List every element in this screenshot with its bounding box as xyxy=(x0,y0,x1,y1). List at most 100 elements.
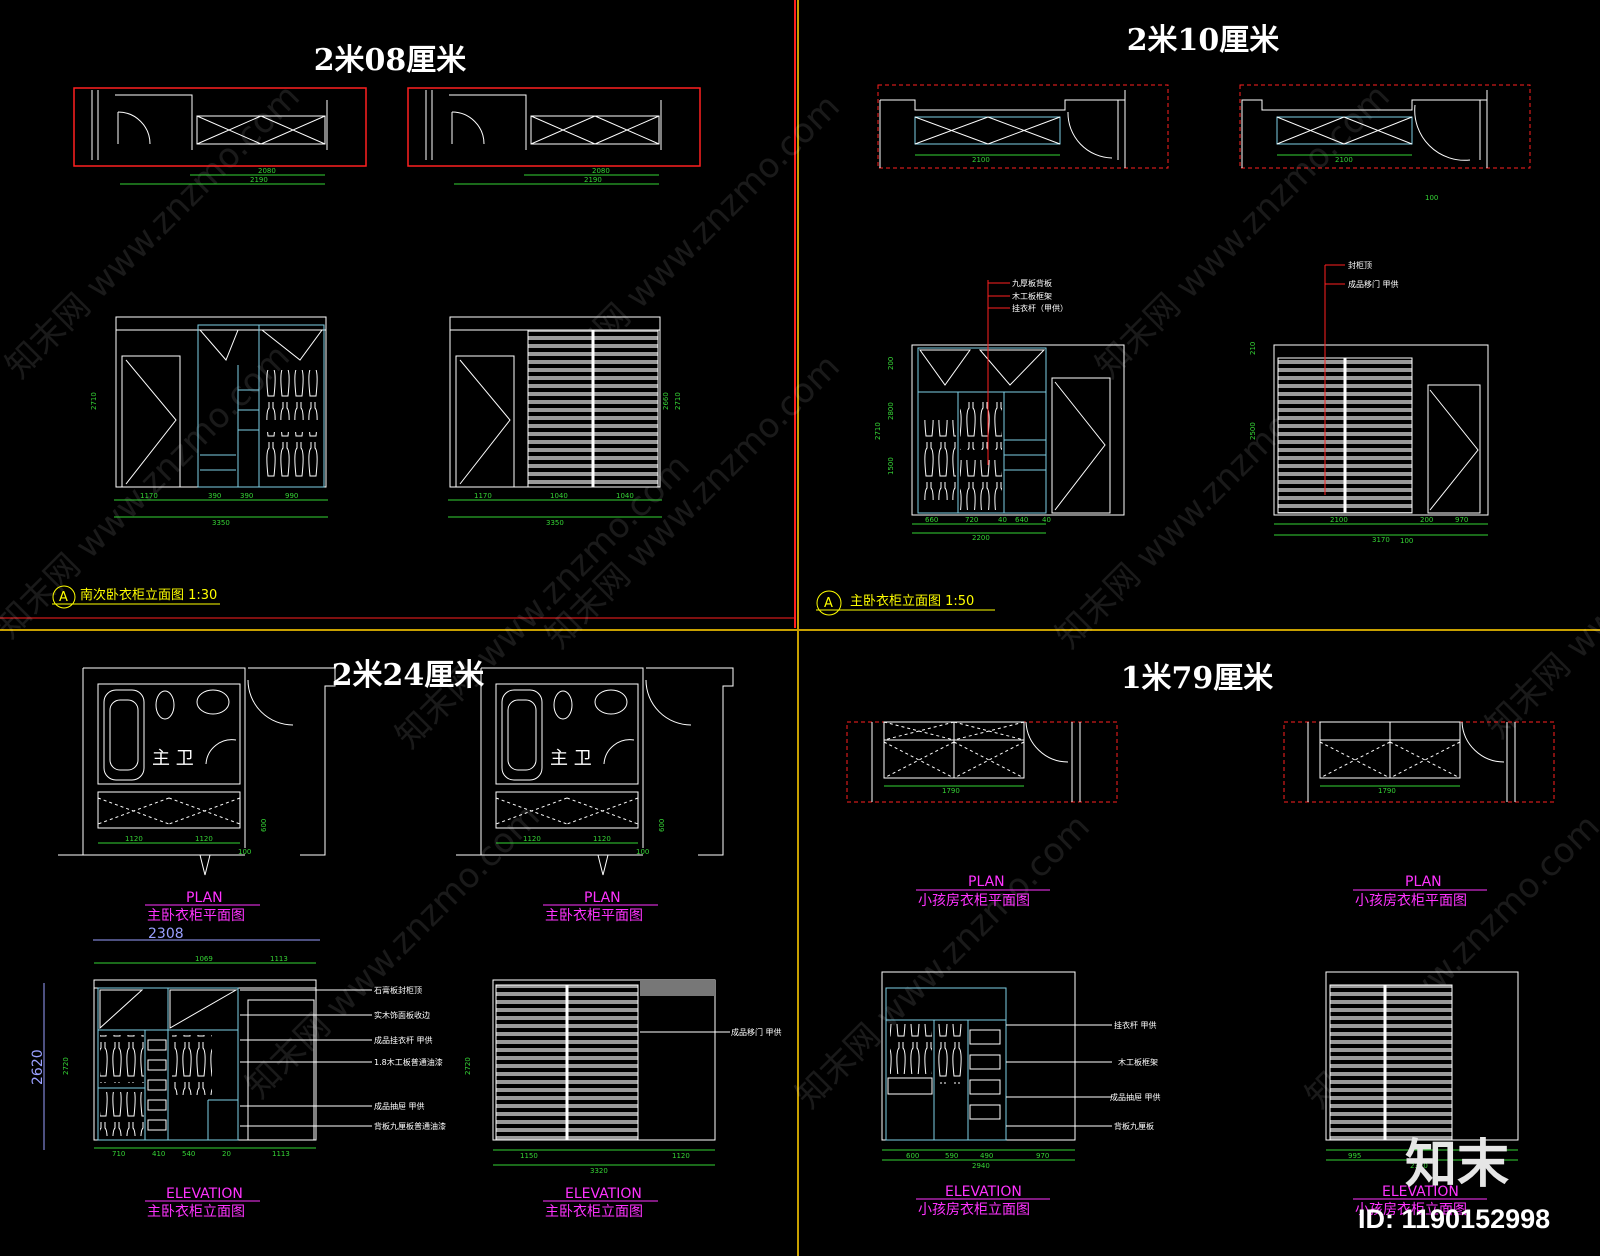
q2-caption-text: 主卧衣柜立面图 1:50 xyxy=(850,593,974,609)
q2-label: 挂衣杆（甲供） xyxy=(1012,303,1068,313)
q3-room-label: 主 卫 xyxy=(152,748,194,769)
q3-elev-a-cn: 主卧衣柜立面图 xyxy=(147,1204,245,1220)
q3-plan-b: 主 卫 1120 1120 100 600 PLAN 主卧衣柜平面图 xyxy=(456,667,734,924)
q2-elev-b-dim: 2100 xyxy=(1330,516,1348,524)
q1-plan-a: 2080 2190 xyxy=(73,87,367,185)
q3-plan-a-cn: 主卧衣柜平面图 xyxy=(147,908,245,924)
q4-note: 成品抽屉 甲供 xyxy=(1110,1092,1161,1102)
q1-elev-b-dim: 1170 xyxy=(474,492,492,500)
watermark: 知末网 www.znzmo.com xyxy=(0,77,308,387)
q3-plan-dim: 1120 xyxy=(195,835,213,843)
q3-plan-dim: 1120 xyxy=(523,835,541,843)
q3-plan-dim: 100 xyxy=(238,848,251,856)
watermarks: 知末网 www.znzmo.com 知末网 www.znzmo.com 知末网 … xyxy=(0,77,1600,1117)
q3-note: 成品抽屉 甲供 xyxy=(374,1101,425,1111)
q3-plan-dim: 1120 xyxy=(593,835,611,843)
q3-plan-b-en: PLAN xyxy=(584,890,621,906)
q4-elevation-a: 挂衣杆 甲供 木工板框架 成品抽屉 甲供 背板九厘板 600 590 490 9… xyxy=(881,971,1161,1218)
q1-height-dim: 2710 xyxy=(90,392,98,410)
q2-plan-b: 2100 100 xyxy=(1239,84,1531,202)
q3-elev-dim: 2720 xyxy=(62,1057,70,1075)
q4-elev-a-cn: 小孩房衣柜立面图 xyxy=(918,1202,1030,1218)
q1-elev-a-dim: 390 xyxy=(240,492,253,500)
q2-elev-a-left: 1500 xyxy=(887,457,895,475)
q4-plan-a-cn: 小孩房衣柜平面图 xyxy=(918,893,1030,909)
q2-elevation-b: 封柜顶 成品移门 甲供 2100 200 970 3170 100 2500 2… xyxy=(1249,260,1489,545)
q3-plan-dim: 100 xyxy=(636,848,649,856)
q3-elev-b-dim: 1120 xyxy=(672,1152,690,1160)
q3-note-b: 成品移门 甲供 xyxy=(731,1027,782,1037)
q4-elevation-b: 995 2320 ELEVATION 小孩房衣柜立面图 xyxy=(1325,971,1519,1218)
quadrant-3: 2米24厘米 主 卫 1120 1120 100 600 PLAN 主卧衣柜平面… xyxy=(30,658,782,1220)
q1-plan-b-dim: 2190 xyxy=(584,176,602,184)
q2-elev-a-dim: 660 xyxy=(925,516,938,524)
q3-note: 实木饰面板收边 xyxy=(374,1010,430,1020)
q3-elev-dim: 1113 xyxy=(272,1150,290,1158)
q2-elev-b-left: 210 xyxy=(1249,342,1257,355)
q1-title: 2米08厘米 xyxy=(314,43,467,78)
q4-elev-dim: 600 xyxy=(906,1152,919,1160)
q4-elev-dim: 590 xyxy=(945,1152,958,1160)
q2-caption: A 主卧衣柜立面图 1:50 xyxy=(816,590,995,616)
q3-note: 成品挂衣杆 甲供 xyxy=(374,1035,433,1045)
q2-elev-b-dim: 100 xyxy=(1400,537,1413,545)
q2-caption-letter: A xyxy=(824,596,833,611)
q4-elev-a-en: ELEVATION xyxy=(945,1184,1022,1200)
q3-elev-b-en: ELEVATION xyxy=(565,1186,642,1202)
q3-elev-b-cn: 主卧衣柜立面图 xyxy=(545,1204,643,1220)
q2-elev-a-left: 2710 xyxy=(874,422,882,440)
q2-elev-b-dim: 970 xyxy=(1455,516,1468,524)
q1-plan-b-dim: 2080 xyxy=(592,167,610,175)
watermark: 知末网 www.znzmo.com xyxy=(1478,437,1600,747)
q1-elevation-a: 1170 390 390 990 3350 2710 xyxy=(90,316,328,527)
q2-elev-a-left: 2800 xyxy=(887,402,895,420)
watermark: 知末网 www.znzmo.com xyxy=(388,447,698,757)
q1-caption-letter: A xyxy=(59,590,68,605)
q4-plan-b: 1790 PLAN 小孩房衣柜平面图 xyxy=(1283,721,1555,909)
watermark: 知末网 www.znzmo.com xyxy=(1088,77,1398,387)
q1-elev-a-dim: 390 xyxy=(208,492,221,500)
q3-height-big: 2620 xyxy=(30,1049,46,1085)
q3-room-label: 主 卫 xyxy=(550,748,592,769)
q1-elev-a-dim: 1170 xyxy=(140,492,158,500)
q4-elev-b-en: ELEVATION xyxy=(1382,1184,1459,1200)
q3-elev-b-dim: 2720 xyxy=(464,1057,472,1075)
q4-plan-dim: 1790 xyxy=(1378,787,1396,795)
q1-elev-b-dim: 3350 xyxy=(546,519,564,527)
q4-elev-dim: 490 xyxy=(980,1152,993,1160)
q4-plan-b-en: PLAN xyxy=(1405,874,1442,890)
q3-elevation-b: 成品移门 甲供 1150 1120 3320 2720 ELEVATION 主卧… xyxy=(464,979,782,1220)
q2-elev-a-dim: 720 xyxy=(965,516,978,524)
q3-title: 2米24厘米 xyxy=(332,658,485,693)
q3-elev-b-dim: 3320 xyxy=(590,1167,608,1175)
q4-elev-b-dim: 995 xyxy=(1348,1152,1361,1160)
q3-plan-b-cn: 主卧衣柜平面图 xyxy=(545,908,643,924)
q3-elev-b-dim: 1150 xyxy=(520,1152,538,1160)
q3-elev-dim: 540 xyxy=(182,1150,195,1158)
q4-elev-b-cn: 小孩房衣柜立面图 xyxy=(1355,1202,1467,1218)
q2-plan-a: 2100 xyxy=(877,84,1169,169)
q4-plan-a: 1790 PLAN 小孩房衣柜平面图 xyxy=(846,721,1118,909)
q2-title: 2米10厘米 xyxy=(1127,23,1280,58)
q2-label: 木工板框架 xyxy=(1012,291,1052,301)
q4-note: 挂衣杆 甲供 xyxy=(1114,1020,1157,1030)
q3-note: 背板九厘板普通油漆 xyxy=(374,1121,446,1131)
q2-label-b: 封柜顶 xyxy=(1348,260,1372,270)
q2-elev-a-dim: 2200 xyxy=(972,534,990,542)
q3-plan-dim: 600 xyxy=(658,819,666,832)
q2-plan-a-dim: 2100 xyxy=(972,156,990,164)
q3-plan-a: 主 卫 1120 1120 100 600 PLAN 主卧衣柜平面图 xyxy=(58,667,336,924)
q1-caption: A 南次卧衣柜立面图 1:30 xyxy=(52,585,220,609)
q3-elev-a-en: ELEVATION xyxy=(166,1186,243,1202)
q2-elev-a-dim: 40 xyxy=(998,516,1007,524)
q2-label-b: 成品移门 甲供 xyxy=(1348,279,1399,289)
q4-elev-b-dim: 2320 xyxy=(1410,1162,1428,1170)
quadrant-2: 2米10厘米 2100 2100 100 xyxy=(816,23,1531,616)
q3-note: 石膏板封柜顶 xyxy=(374,985,422,995)
q1-plan-b: 2080 2190 xyxy=(407,87,701,185)
q1-height-dim: 2710 xyxy=(674,392,682,410)
q1-plan-a-dim: 2080 xyxy=(258,167,276,175)
q3-plan-dim: 1120 xyxy=(125,835,143,843)
